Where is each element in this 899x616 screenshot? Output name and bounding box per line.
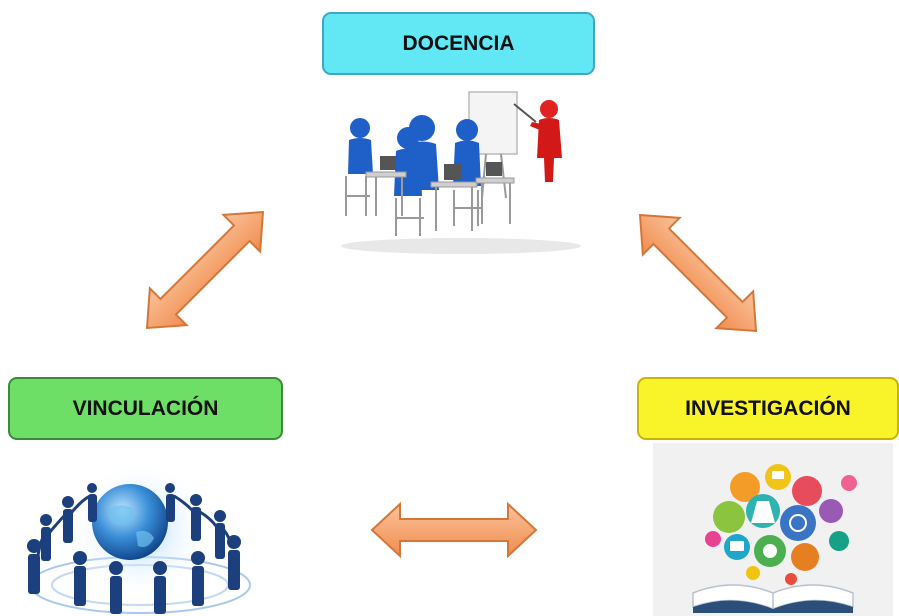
docencia-label-box: DOCENCIA	[322, 12, 595, 75]
vinculacion-label-box: VINCULACIÓN	[8, 377, 283, 440]
investigacion-label: INVESTIGACIÓN	[685, 396, 851, 420]
arrow-docencia-vinculacion	[145, 210, 265, 330]
arrow-docencia-investigacion	[638, 213, 758, 333]
docencia-label: DOCENCIA	[402, 31, 515, 55]
classroom-teacher-illustration	[341, 91, 581, 254]
arrow-vinculacion-investigacion	[370, 501, 538, 559]
vinculacion-label: VINCULACIÓN	[72, 396, 219, 420]
investigacion-label-box: INVESTIGACIÓN	[637, 377, 899, 440]
people-around-globe-illustration	[27, 460, 251, 614]
science-book-illustration	[653, 443, 893, 616]
